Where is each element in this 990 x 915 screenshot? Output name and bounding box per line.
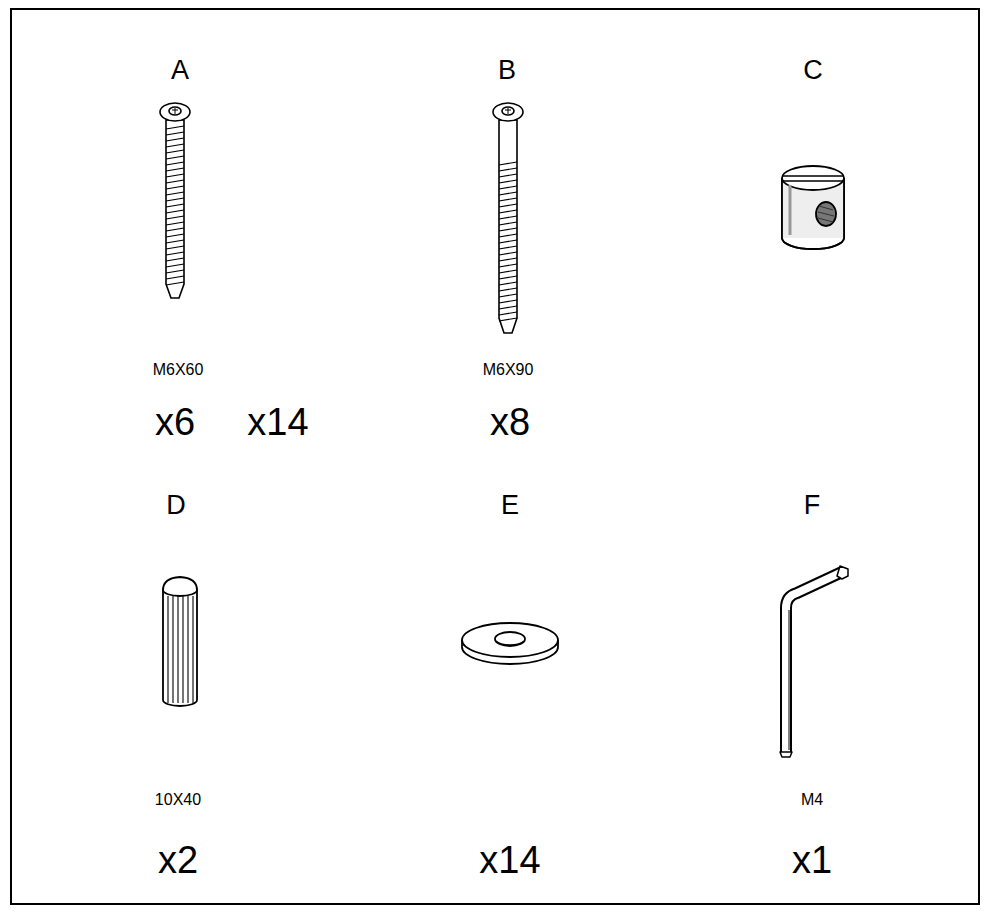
barrel-nut (782, 166, 844, 249)
screw-thread (166, 276, 184, 279)
screw-m6x90 (493, 103, 523, 333)
screw-thread (166, 252, 184, 255)
part-letter: A (171, 57, 189, 84)
screw-thread (166, 144, 184, 147)
screw-thread (166, 270, 184, 273)
screw-thread (166, 264, 184, 267)
quantity: x14 (247, 403, 308, 441)
screw-thread (499, 228, 517, 231)
screw-thread (499, 288, 517, 291)
part-size: M6X90 (483, 362, 534, 378)
screw-thread (499, 216, 517, 219)
part-letter: E (501, 492, 519, 519)
dowel-groove (182, 596, 183, 703)
part-letter: B (498, 57, 516, 84)
part-size: 10X40 (155, 792, 201, 808)
screw-thread (166, 234, 184, 237)
screw-thread (499, 234, 517, 237)
screw-thread (166, 132, 184, 135)
part-size: M6X60 (153, 362, 204, 378)
screw-thread (499, 210, 517, 213)
screw-thread (166, 186, 184, 189)
quantity: x2 (158, 841, 198, 879)
screw-thread (166, 126, 184, 129)
screw-thread (499, 246, 517, 249)
screw-thread (166, 282, 184, 285)
quantity: x6 (155, 403, 195, 441)
screw-thread (499, 282, 517, 285)
dowel-groove (172, 596, 173, 703)
screw-thread (499, 318, 517, 321)
hex-key (780, 566, 848, 757)
dowel-groove (167, 596, 168, 703)
screw-thread (499, 312, 517, 315)
screw-thread (499, 276, 517, 279)
screw-thread (166, 210, 184, 213)
screw-thread (499, 162, 517, 165)
screw-thread (166, 192, 184, 195)
dowel-groove (177, 596, 178, 703)
screw-thread (166, 168, 184, 171)
screw-thread (499, 168, 517, 171)
screw-thread (499, 180, 517, 183)
screw-thread (499, 198, 517, 201)
screw-thread (499, 264, 517, 267)
frame (11, 9, 979, 904)
quantity: x1 (792, 841, 832, 879)
screw-thread (166, 228, 184, 231)
screw-thread (166, 204, 184, 207)
screw-thread (499, 240, 517, 243)
screw-m6x60 (160, 103, 190, 298)
screw-thread (499, 222, 517, 225)
screw-thread (499, 294, 517, 297)
screw-thread (166, 138, 184, 141)
part-size: M4 (801, 792, 823, 808)
screw-thread (166, 258, 184, 261)
screw-thread (166, 222, 184, 225)
dowel-groove (192, 596, 193, 703)
screw-thread (166, 150, 184, 153)
dowel (163, 577, 197, 706)
part-letter: F (804, 492, 821, 519)
screw-thread (499, 192, 517, 195)
screw-thread (499, 270, 517, 273)
washer (462, 623, 558, 664)
screw-thread (166, 156, 184, 159)
screw-thread (166, 240, 184, 243)
screw-thread (166, 162, 184, 165)
quantity: x8 (490, 403, 530, 441)
part-letter: C (803, 57, 823, 84)
screw-thread (499, 252, 517, 255)
screw-thread (499, 258, 517, 261)
screw-thread (499, 204, 517, 207)
screw-thread (166, 216, 184, 219)
screw-thread (166, 246, 184, 249)
screw-thread (166, 180, 184, 183)
screw-thread (499, 186, 517, 189)
dowel-groove (187, 596, 188, 703)
screw-thread (166, 198, 184, 201)
part-letter: D (166, 492, 186, 519)
screw-thread (499, 174, 517, 177)
quantity: x14 (479, 841, 540, 879)
screw-thread (499, 300, 517, 303)
screw-thread (499, 306, 517, 309)
screw-thread (166, 174, 184, 177)
